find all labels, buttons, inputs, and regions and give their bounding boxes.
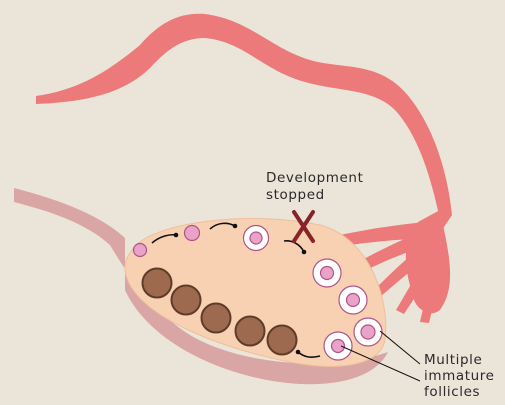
development-line-2: stopped <box>266 187 363 204</box>
follicles-line-1: Multiple <box>424 352 495 368</box>
follicles-line-3: follicles <box>424 384 495 400</box>
development-stopped-label: Development stopped <box>266 170 363 204</box>
follicles-line-2: immature <box>424 368 495 384</box>
fallopian-tube <box>36 14 452 230</box>
development-line-1: Development <box>266 170 363 187</box>
multiple-immature-follicles-label: Multiple immature follicles <box>424 352 495 400</box>
